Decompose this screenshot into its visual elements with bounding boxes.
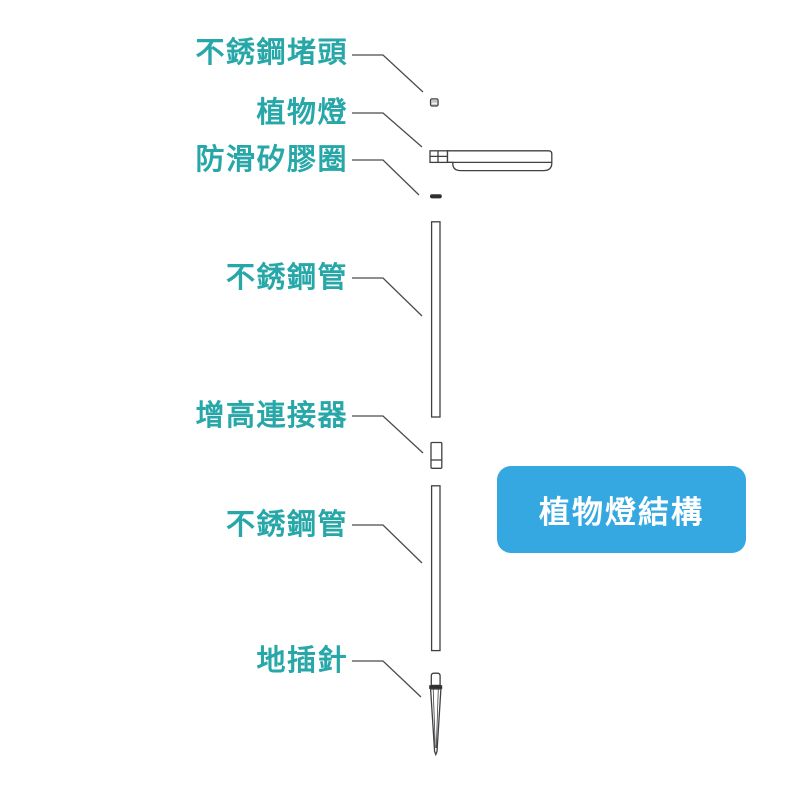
plant-light-drawing [429,150,553,172]
silicone-ring-drawing [430,194,442,199]
ground-stake-drawing [429,672,443,757]
connector-drawing [430,441,443,469]
tube-upper-drawing [430,221,441,418]
leader-line-tube-upper [352,277,423,317]
end-cap-drawing [429,98,439,107]
label-silicone-ring: 防滑矽膠圈 [195,144,348,176]
leader-line-ground-stake [352,660,422,698]
label-tube-upper: 不銹鋼管 [225,262,348,294]
tube-lower-drawing [430,485,441,652]
leader-line-plant-light [352,112,423,148]
label-ground-stake: 地插針 [256,645,348,677]
leader-line-connector [352,415,424,454]
leader-line-silicone-ring [352,159,420,196]
leader-line-tube-lower [352,524,423,564]
label-plant-light: 植物燈 [256,97,348,129]
label-end-cap: 不銹鋼堵頭 [195,37,348,69]
leader-line-end-cap [352,54,424,93]
leader-lines [352,54,424,698]
label-connector: 增高連接器 [195,400,348,432]
title-badge: 植物燈結構 [497,466,746,553]
label-tube-lower: 不銹鋼管 [225,509,348,541]
